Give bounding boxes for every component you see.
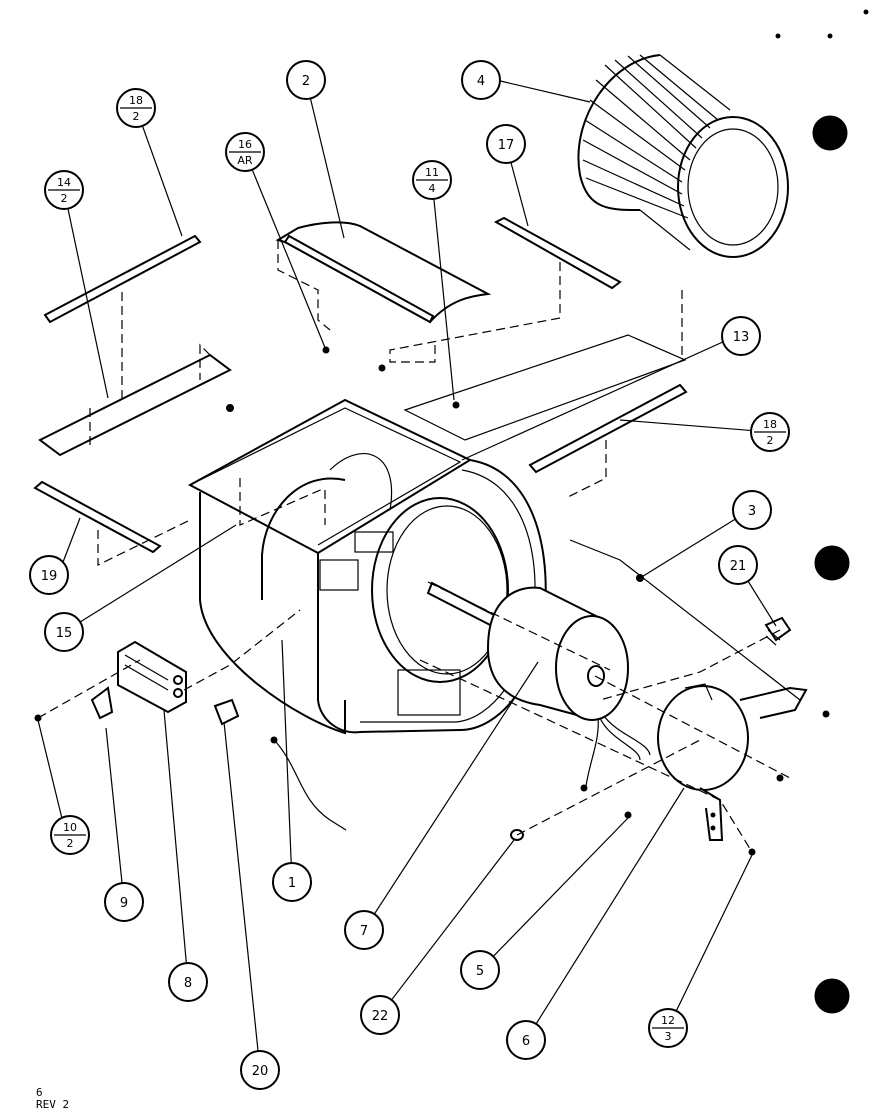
callout-6: 6 <box>506 1020 546 1060</box>
callout-13: 13 <box>721 316 761 356</box>
callout-1: 1 <box>272 862 312 902</box>
bolt-21 <box>764 616 792 646</box>
callout-number: 15 <box>56 626 73 641</box>
callout-18-over-2-right: 18 2 <box>750 412 790 452</box>
callout-part-number: 18 <box>129 94 143 107</box>
mark-dot <box>827 33 833 39</box>
callout-15: 15 <box>44 612 84 652</box>
callout-part-number: 10 <box>63 821 77 834</box>
motor-mount <box>657 683 808 841</box>
blower-housing <box>187 398 547 735</box>
strip-19 <box>33 480 162 554</box>
callout-number: 19 <box>41 569 58 584</box>
callout-11-over-4: 11 4 <box>412 160 452 200</box>
callout-17: 17 <box>486 124 526 164</box>
screw <box>378 364 386 372</box>
callout-quantity: 2 <box>67 837 74 850</box>
callout-number: 21 <box>730 559 747 574</box>
panel-13 <box>403 334 687 441</box>
callout-quantity: AR <box>237 154 253 167</box>
mark-dot <box>775 33 781 39</box>
capacitor-8 <box>117 640 187 714</box>
callout-number: 9 <box>120 896 128 911</box>
bracket-9 <box>90 686 114 720</box>
callout-8: 8 <box>168 962 208 1002</box>
callout-number: 13 <box>733 330 750 345</box>
screw <box>452 401 460 409</box>
blower-wheel <box>577 54 789 258</box>
screw <box>580 784 588 792</box>
callout-3: 3 <box>732 490 772 530</box>
callout-part-number: 12 <box>661 1014 675 1027</box>
revision-label: REV 2 <box>36 1098 70 1111</box>
strip-18-left <box>43 234 202 324</box>
callout-part-number: 18 <box>763 418 777 431</box>
callout-number: 3 <box>748 504 756 519</box>
callout-number: 6 <box>522 1034 530 1049</box>
callout-5: 5 <box>460 950 500 990</box>
panel-14 <box>38 353 232 457</box>
screw-5 <box>624 811 632 819</box>
callout-18-over-2-top: 18 2 <box>116 88 156 128</box>
callout-number: 2 <box>302 74 310 89</box>
screw <box>822 710 830 718</box>
leader-lines <box>37 79 777 1071</box>
strip-18-right <box>528 383 688 474</box>
callout-quantity: 4 <box>429 182 436 195</box>
callout-21: 21 <box>718 545 758 585</box>
blower-motor <box>426 581 651 787</box>
callout-19: 19 <box>29 555 69 595</box>
callout-4: 4 <box>461 60 501 100</box>
screw <box>226 404 234 412</box>
callout-part-number: 11 <box>425 166 439 179</box>
callout-number: 5 <box>476 964 484 979</box>
punch-hole <box>812 115 848 151</box>
callout-quantity: 2 <box>133 110 140 123</box>
clip-20 <box>213 698 240 726</box>
callout-number: 17 <box>498 138 515 153</box>
cutoff-plate <box>275 221 492 331</box>
mark-dot <box>863 9 869 15</box>
punch-hole <box>814 545 850 581</box>
callout-part-number: 14 <box>57 176 71 189</box>
callout-22: 22 <box>360 995 400 1035</box>
callout-quantity: 2 <box>767 434 774 447</box>
punch-hole <box>814 978 850 1014</box>
callout-number: 8 <box>184 976 192 991</box>
callout-14-over-2: 14 2 <box>44 170 84 210</box>
callout-10-over-2: 10 2 <box>50 815 90 855</box>
callout-number: 4 <box>477 74 485 89</box>
callout-16-over-ar: 16 AR <box>225 132 265 172</box>
callout-number: 20 <box>252 1064 269 1079</box>
callout-9: 9 <box>104 882 144 922</box>
callout-number: 1 <box>288 876 296 891</box>
callout-number: 7 <box>360 924 368 939</box>
strip-17 <box>493 216 622 290</box>
callout-12-over-3: 12 3 <box>648 1008 688 1048</box>
page-number: 6 <box>36 1086 43 1099</box>
callout-20: 20 <box>240 1050 280 1090</box>
callout-7: 7 <box>344 910 384 950</box>
callout-quantity: 2 <box>61 192 68 205</box>
callout-part-number: 16 <box>238 138 252 151</box>
callout-quantity: 3 <box>665 1030 672 1043</box>
screw <box>776 774 784 782</box>
callout-2: 2 <box>286 60 326 100</box>
callout-number: 22 <box>372 1009 389 1024</box>
screw <box>270 736 278 744</box>
